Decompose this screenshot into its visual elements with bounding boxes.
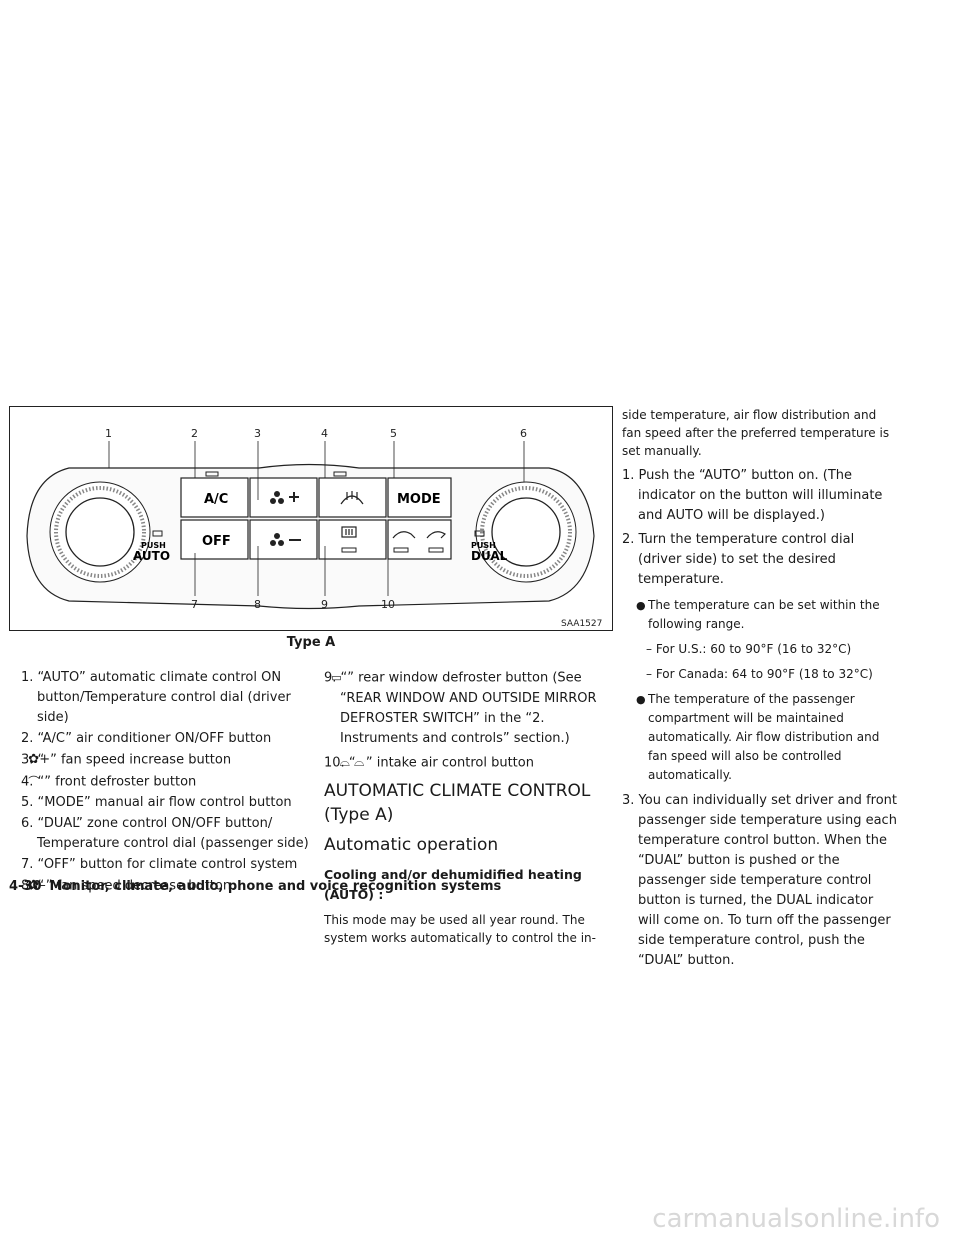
list-item: 6. “DUAL” zone control ON/OFF button/ Te… <box>21 816 309 851</box>
rear-defroster-icon <box>341 526 357 538</box>
climate-panel-diagram: PUSH AUTO PUSH DUAL A/C MODE OFF <box>9 406 613 631</box>
callout-1: 1 <box>105 427 112 440</box>
list-item: 2. “A/C” air conditioner ON/OFF button <box>21 731 272 746</box>
list-item: 4. “⌒” front defroster button <box>21 774 197 789</box>
callout-2: 2 <box>191 427 198 440</box>
right-column: side temperature, air flow distribution … <box>622 406 898 972</box>
off-button-label: OFF <box>202 534 231 549</box>
section-heading: AUTOMATIC CLIMATE CONTROL (Type A) <box>324 781 591 825</box>
list-item: 10. “⌓ ⌓” intake air control button <box>324 753 602 774</box>
list-item: 7. “OFF” button for climate control syst… <box>21 857 298 872</box>
off-button[interactable] <box>180 519 249 560</box>
legend-list-left: 1. “AUTO” automatic climate control ON b… <box>21 668 311 898</box>
watermark-text: carmanualsonline.info <box>652 1204 940 1234</box>
callout-5: 5 <box>390 427 397 440</box>
bullet-icon: ● <box>636 693 646 706</box>
push-left-label: PUSH <box>141 541 166 550</box>
push-right-label: PUSH <box>471 541 496 550</box>
fan-increase-icon: ✿+ <box>28 752 51 767</box>
middle-column: 9. “▭” rear window defroster button (See… <box>324 668 602 947</box>
intake-air-icon: ⌓ ⌓ <box>339 754 365 770</box>
intake-air-button[interactable] <box>387 519 452 560</box>
fan-increase-button[interactable] <box>249 477 318 518</box>
mode-button[interactable] <box>387 477 452 518</box>
chapter-title: Monitor, climate, audio, phone and voice… <box>49 879 502 894</box>
callout-9: 9 <box>321 598 328 611</box>
watermark-bar: carmanualsonline.info <box>0 1200 960 1242</box>
paragraph-continued: side temperature, air flow distribution … <box>622 408 890 458</box>
callout-7: 7 <box>191 598 198 611</box>
auto-label: AUTO <box>133 549 170 563</box>
intake-air-icon <box>392 531 446 539</box>
list-item: 9. “▭” rear window defroster button (See… <box>324 670 597 746</box>
fan-decrease-button[interactable] <box>249 519 318 560</box>
step-item: 1. Push the “AUTO” button on. (The indic… <box>622 468 883 523</box>
callout-8: 8 <box>254 598 261 611</box>
ac-button-label: A/C <box>204 492 228 507</box>
ac-button[interactable] <box>180 477 249 518</box>
range-item: – For U.S.: 60 to 90°F (16 to 32°C) <box>646 642 852 656</box>
callout-6: 6 <box>520 427 527 440</box>
right-dial <box>475 481 577 583</box>
list-item: 3. “✿+” fan speed increase button <box>21 750 311 771</box>
page-footer: 4-30 Monitor, climate, audio, phone and v… <box>9 879 501 894</box>
list-item: 1. “AUTO” automatic climate control ON b… <box>21 670 291 725</box>
rear-defrost-button[interactable] <box>318 519 387 560</box>
fan-increase-icon <box>270 491 299 504</box>
climate-panel-figure: PUSH AUTO PUSH DUAL A/C MODE OFF <box>9 406 613 631</box>
mode-button-label: MODE <box>397 492 441 507</box>
bullet-item: ●The temperature of the passenger compar… <box>636 692 880 782</box>
step-item: 3. You can individually set driver and f… <box>622 793 897 968</box>
page-number: 4-30 <box>9 879 42 894</box>
step-item: 2. Turn the temperature control dial (dr… <box>622 532 855 587</box>
callout-10: 10 <box>381 598 395 611</box>
fan-decrease-icon <box>270 533 301 546</box>
bullet-icon: ● <box>636 599 646 612</box>
callout-3: 3 <box>254 427 261 440</box>
dual-label: DUAL <box>471 549 508 563</box>
list-item: 5. “MODE” manual air flow control button <box>21 795 292 810</box>
figure-caption: Type A <box>286 635 336 650</box>
list-item: 8. “✿–” fan speed decrease button <box>21 876 311 897</box>
front-defroster-icon <box>340 491 364 505</box>
bullet-item: ●The temperature can be set within the f… <box>636 598 880 631</box>
callout-4: 4 <box>321 427 328 440</box>
range-item: – For Canada: 64 to 90°F (18 to 32°C) <box>646 667 873 681</box>
mode-heading: Cooling and/or dehumidified heating (AUT… <box>324 867 582 902</box>
figure-code: SAA1527 <box>561 619 602 629</box>
paragraph: This mode may be used all year round. Th… <box>324 913 596 945</box>
subsection-heading: Automatic operation <box>324 835 499 855</box>
left-dial <box>49 481 151 583</box>
